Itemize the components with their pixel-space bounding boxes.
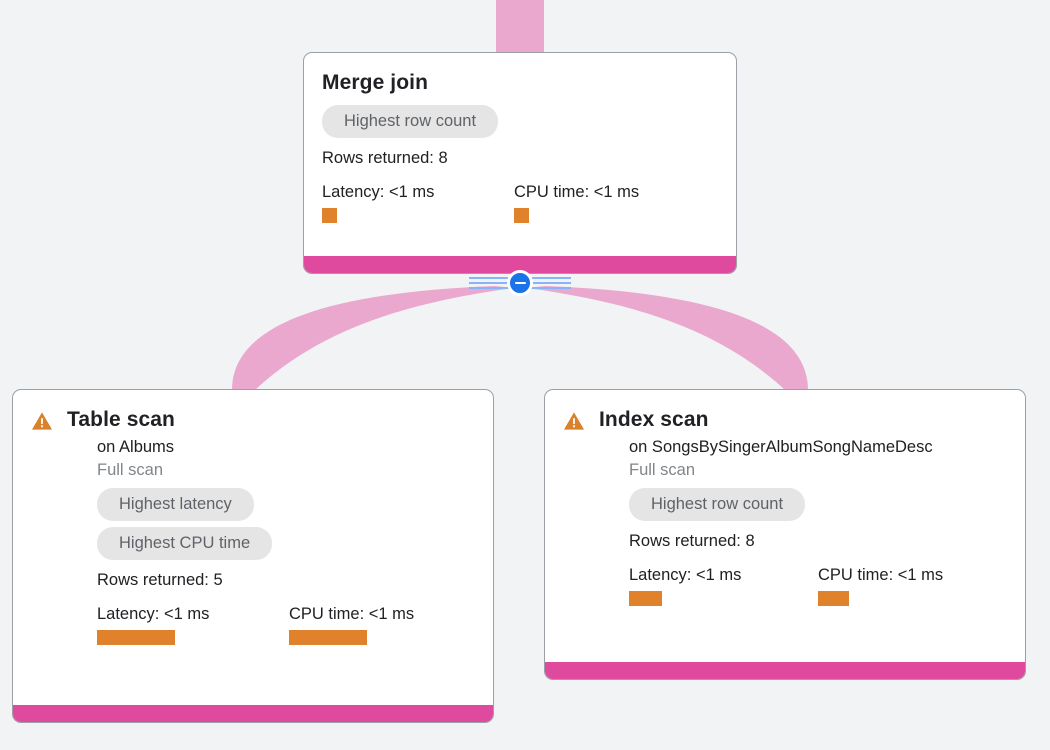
metric-cpu-time: CPU time: <1 ms [514, 181, 639, 223]
node-subtitle-secondary: Full scan [629, 461, 696, 479]
rows-returned: Rows returned: 8 [322, 149, 448, 167]
metric-latency-bar [97, 630, 175, 645]
metrics-row: Latency: <1 ms CPU time: <1 ms [629, 564, 1007, 606]
metric-latency-label: Latency: <1 ms [97, 605, 210, 623]
metric-latency-bar [629, 591, 662, 606]
node-body: Merge join Highest row count Rows return… [304, 53, 736, 256]
chip-row: Highest CPU time [97, 521, 475, 560]
metric-cpu-time-label: CPU time: <1 ms [289, 605, 415, 623]
minus-glyph [514, 281, 526, 285]
chip-row: Highest row count [629, 482, 1007, 521]
plan-node-table-scan[interactable]: Table scan on Albums Full scan Highest l… [12, 389, 494, 723]
metric-cpu-time-label: CPU time: <1 ms [514, 183, 640, 201]
edge-merge-join-to-index-scan [528, 286, 808, 390]
metric-cpu-time-bar [289, 630, 367, 645]
node-subtitle: on SongsBySingerAlbumSongNameDesc [629, 438, 933, 456]
node-footer-bar [545, 662, 1025, 679]
minus-icon[interactable] [507, 270, 533, 296]
chip-row: Highest row count [322, 99, 718, 138]
metrics-row: Latency: <1 ms CPU time: <1 ms [97, 603, 475, 645]
metric-cpu-time: CPU time: <1 ms [818, 564, 943, 606]
rows-returned: Rows returned: 8 [629, 532, 755, 550]
node-body: Table scan on Albums Full scan Highest l… [13, 390, 493, 705]
metrics-row: Latency: <1 ms CPU time: <1 ms [322, 181, 718, 223]
warning-triangle-icon [31, 410, 53, 432]
node-header: Table scan [31, 406, 475, 434]
node-subtitle: on Albums [97, 438, 175, 456]
chip-highest-latency[interactable]: Highest latency [97, 488, 254, 521]
chip-highest-cpu-time[interactable]: Highest CPU time [97, 527, 273, 560]
node-detail-block: on Albums Full scan Highest latency High… [31, 436, 475, 645]
node-title: Table scan [67, 408, 175, 431]
metric-latency: Latency: <1 ms [629, 564, 818, 606]
node-detail-block: on SongsBySingerAlbumSongNameDesc Full s… [563, 436, 1007, 606]
node-header: Merge join [322, 69, 718, 97]
edge-parent-to-merge-join [496, 0, 544, 54]
node-header: Index scan [563, 406, 1007, 434]
node-footer-bar [13, 705, 493, 722]
metric-latency-bar [322, 208, 337, 223]
node-title: Merge join [322, 71, 429, 94]
collapse-toggle-group[interactable] [469, 269, 571, 297]
plan-node-index-scan[interactable]: Index scan on SongsBySingerAlbumSongName… [544, 389, 1026, 680]
metric-latency: Latency: <1 ms [97, 603, 289, 645]
warning-triangle-icon [563, 410, 585, 432]
chip-highest-row-count[interactable]: Highest row count [629, 488, 806, 521]
metric-cpu-time: CPU time: <1 ms [289, 603, 414, 645]
chip-highest-row-count[interactable]: Highest row count [322, 105, 499, 138]
node-subtitle-secondary: Full scan [97, 461, 164, 479]
rows-returned: Rows returned: 5 [97, 571, 223, 589]
edge-merge-join-to-table-scan [232, 286, 512, 390]
node-title: Index scan [599, 408, 709, 431]
metric-latency: Latency: <1 ms [322, 181, 514, 223]
node-footer-bar [304, 256, 736, 273]
chip-row: Highest latency [97, 482, 475, 521]
plan-node-merge-join[interactable]: Merge join Highest row count Rows return… [303, 52, 737, 274]
metric-latency-label: Latency: <1 ms [629, 566, 742, 584]
metric-cpu-time-label: CPU time: <1 ms [818, 566, 944, 584]
node-body: Index scan on SongsBySingerAlbumSongName… [545, 390, 1025, 662]
metric-latency-label: Latency: <1 ms [322, 183, 435, 201]
metric-cpu-time-bar [818, 591, 849, 606]
metric-cpu-time-bar [514, 208, 529, 223]
